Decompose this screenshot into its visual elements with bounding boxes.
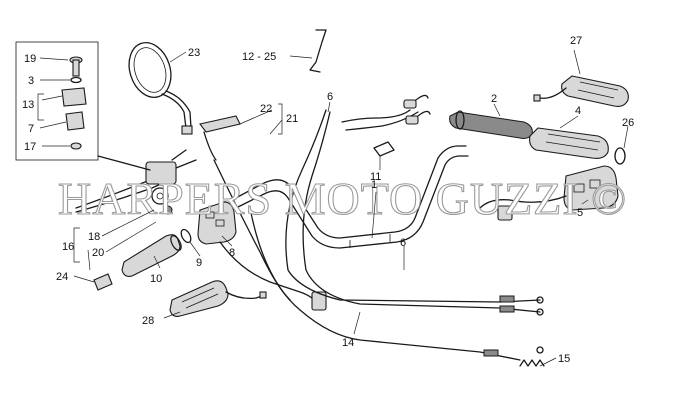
watermark: HARPERS MOTO GUZZI ©	[58, 173, 627, 224]
callout-2: 2	[491, 93, 497, 105]
callout-18: 18	[88, 231, 100, 243]
callout-14: 14	[342, 337, 354, 349]
callout-3: 3	[28, 75, 34, 87]
callout-20: 20	[92, 247, 104, 259]
callout-12-25: 12 - 25	[242, 51, 276, 63]
callout-16: 16	[62, 241, 74, 253]
group-brackets	[37, 93, 283, 263]
wire-clip	[309, 29, 327, 73]
callout-9: 9	[196, 257, 202, 269]
clutch-lever-assembly	[75, 149, 197, 215]
callout-13: 13	[22, 99, 34, 111]
callout-21: 21	[286, 113, 298, 125]
callout-24: 24	[56, 271, 68, 283]
control-cables	[213, 109, 545, 367]
small-parts-inset	[15, 41, 99, 161]
callout-27: 27	[570, 35, 582, 47]
callout-17: 17	[24, 141, 36, 153]
callout-10: 10	[150, 273, 162, 285]
cable-clip	[373, 141, 395, 157]
heated-grip	[533, 75, 629, 107]
callout-6b: 6	[400, 237, 406, 249]
callout-28: 28	[142, 315, 154, 327]
left-grip	[93, 228, 267, 317]
callout-1: 1	[371, 179, 377, 191]
handlebar	[231, 145, 469, 249]
throttle-grip	[449, 110, 626, 165]
callout-15: 15	[558, 353, 570, 365]
callout-5: 5	[577, 207, 583, 219]
right-switch-housing	[479, 165, 619, 221]
leader-lines	[39, 49, 629, 367]
callout-23: 23	[188, 47, 200, 59]
lever-bracket	[199, 115, 241, 161]
cable-heads	[403, 94, 431, 125]
callout-26: 26	[622, 117, 634, 129]
callout-7: 7	[28, 123, 34, 135]
callout-4: 4	[575, 105, 581, 117]
callout-11: 11	[370, 171, 381, 183]
callout-6a: 6	[327, 91, 333, 103]
callout-22: 22	[260, 103, 272, 115]
left-mirror	[128, 42, 193, 135]
callout-8: 8	[229, 247, 235, 259]
callout-19: 19	[24, 53, 36, 65]
callout-labels: 1 2 3 4 5 6 6 7 8 9 10 11 12 - 25 13 14 …	[22, 35, 634, 365]
left-switch-housing	[197, 201, 327, 311]
